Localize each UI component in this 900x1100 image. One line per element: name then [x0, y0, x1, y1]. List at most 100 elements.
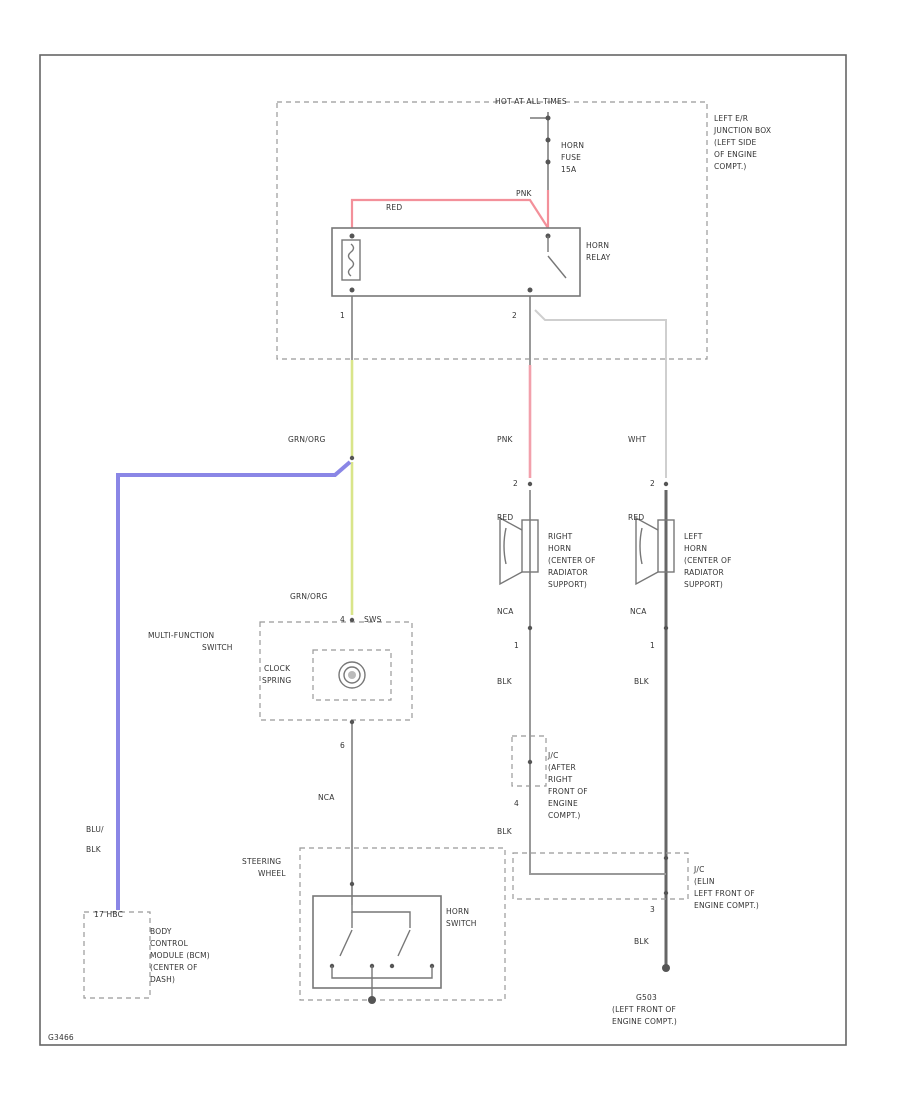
- wire-jc-link: [529, 858, 666, 875]
- svg-text:SUPPORT): SUPPORT): [684, 580, 723, 589]
- jc-left-label: J/C (ELIN LEFT FRONT OF ENGINE COMPT.): [693, 865, 759, 910]
- svg-text:SWITCH: SWITCH: [446, 919, 477, 928]
- msw-connector-label: SWS: [364, 615, 382, 624]
- svg-text:(LEFT SIDE: (LEFT SIDE: [714, 138, 757, 147]
- svg-text:SWITCH: SWITCH: [202, 643, 233, 652]
- svg-text:COMPT.): COMPT.): [548, 811, 581, 820]
- svg-text:ENGINE: ENGINE: [548, 799, 578, 808]
- jc-right-node: [527, 759, 533, 765]
- relay-pin-1-label: 1: [340, 311, 345, 320]
- connector-msw-bottom: [349, 719, 355, 725]
- svg-text:CONTROL: CONTROL: [150, 939, 189, 948]
- svg-text:BLK: BLK: [86, 845, 102, 854]
- relay-coil-symbol: [341, 233, 361, 293]
- msw-pin-bottom-label: 6: [340, 741, 345, 750]
- bcm-label: BODY CONTROL MODULE (BCM) (CENTER OF DAS…: [150, 927, 210, 984]
- jc-left-pin-label: 3: [650, 905, 655, 914]
- horn-fuse-symbol: [545, 137, 551, 165]
- wire-nca-left-label: NCA: [630, 607, 647, 616]
- jc-right-pin-label: 4: [514, 799, 519, 808]
- ground-terminal: [662, 964, 670, 972]
- svg-text:J/C: J/C: [693, 865, 705, 874]
- steering-wheel-outline: [299, 847, 506, 1001]
- svg-text:ENGINE COMPT.): ENGINE COMPT.): [694, 901, 759, 910]
- wire-red-right-label: RED: [497, 513, 513, 522]
- connector-left-horn-bottom: [663, 625, 669, 631]
- svg-text:RIGHT: RIGHT: [548, 532, 573, 541]
- svg-text:HORN: HORN: [586, 241, 609, 250]
- horn-switch-label: HORN SWITCH: [446, 907, 477, 928]
- wire-pnk-label: PNK: [497, 435, 514, 444]
- wire-wht-left-horn: [534, 309, 667, 478]
- svg-text:(AFTER: (AFTER: [548, 763, 576, 772]
- figure-id-label: G3466: [48, 1033, 74, 1042]
- multi-function-switch-label: MULTI-FUNCTION SWITCH: [148, 631, 233, 652]
- svg-text:DASH): DASH): [150, 975, 175, 984]
- connector-right-horn-bottom: [527, 625, 533, 631]
- svg-text:LEFT FRONT OF: LEFT FRONT OF: [694, 889, 755, 898]
- wire-grn-org-2-label: GRN/ORG: [290, 592, 328, 601]
- clock-spring-symbol: [338, 661, 366, 689]
- clock-spring-outline: [312, 649, 392, 701]
- wire-blk-right-label: BLK: [497, 677, 513, 686]
- horn-fuse-label: HORN FUSE 15A: [561, 141, 584, 174]
- svg-text:HORN: HORN: [684, 544, 707, 553]
- svg-text:CLOCK: CLOCK: [264, 664, 291, 673]
- connector-msw-top: [349, 617, 355, 623]
- wire-blk-gnd-label: BLK: [634, 937, 650, 946]
- bcm-connector-label: 17 HBC: [94, 910, 123, 919]
- svg-text:ENGINE COMPT.): ENGINE COMPT.): [612, 1017, 677, 1026]
- svg-text:SPRING: SPRING: [262, 676, 291, 685]
- horn-switch-contacts: [329, 905, 435, 1004]
- svg-text:FUSE: FUSE: [561, 153, 581, 162]
- horn-relay-label: HORN RELAY: [586, 241, 611, 262]
- wire-red-label: RED: [386, 203, 402, 212]
- svg-text:OF ENGINE: OF ENGINE: [714, 150, 757, 159]
- horn-switch-body: [312, 895, 442, 989]
- wire-red-left-label: RED: [628, 513, 644, 522]
- svg-text:JUNCTION BOX: JUNCTION BOX: [713, 126, 771, 135]
- right-horn-symbol: [499, 516, 539, 586]
- hot-bus-terminal: [545, 115, 551, 121]
- jc-right-outline: [511, 735, 547, 787]
- pin-2-left-label: 2: [650, 479, 655, 488]
- wire-blu-blk: [116, 460, 352, 910]
- connector-left-horn-top: [663, 481, 669, 487]
- wire-blk-jc-label: BLK: [497, 827, 513, 836]
- wire-red-relay-feed: [350, 198, 549, 229]
- svg-text:HORN: HORN: [446, 907, 469, 916]
- pin-1-left-label: 1: [650, 641, 655, 650]
- svg-text:RELAY: RELAY: [586, 253, 611, 262]
- svg-text:(LEFT FRONT OF: (LEFT FRONT OF: [612, 1005, 676, 1014]
- clock-spring-label: CLOCK SPRING: [262, 664, 291, 685]
- svg-text:G503: G503: [636, 993, 657, 1002]
- relay-contact-symbol: [527, 233, 567, 293]
- svg-text:RADIATOR: RADIATOR: [684, 568, 724, 577]
- wire-blk-left-label: BLK: [634, 677, 650, 686]
- svg-text:RADIATOR: RADIATOR: [548, 568, 588, 577]
- wire-grn-org-1-label: GRN/ORG: [288, 435, 326, 444]
- pin-2-right-label: 2: [513, 479, 518, 488]
- jc-left-node-bottom: [663, 890, 669, 896]
- svg-text:(CENTER OF: (CENTER OF: [548, 556, 596, 565]
- wire-wht-label: WHT: [628, 435, 646, 444]
- bcm-outline: [83, 911, 151, 999]
- wire-blu-blk-label: BLU/ BLK: [86, 825, 104, 854]
- svg-text:(CENTER OF: (CENTER OF: [684, 556, 732, 565]
- ground-label: G503 (LEFT FRONT OF ENGINE COMPT.): [612, 993, 677, 1026]
- msw-pin-label: 4: [340, 615, 345, 624]
- svg-text:15A: 15A: [561, 165, 577, 174]
- wire-pnk-top-label: PNK: [516, 189, 533, 198]
- junction-box-outline: [276, 101, 708, 360]
- svg-text:LEFT E/R: LEFT E/R: [714, 114, 748, 123]
- connector-right-horn-top: [527, 481, 533, 487]
- multi-function-switch-outline: [259, 621, 413, 721]
- left-horn-label: LEFT HORN (CENTER OF RADIATOR SUPPORT): [684, 532, 732, 589]
- svg-text:HORN: HORN: [548, 544, 571, 553]
- wire-nca-center-label: NCA: [318, 793, 335, 802]
- svg-text:MULTI-FUNCTION: MULTI-FUNCTION: [148, 631, 214, 640]
- diagram-frame: [39, 54, 847, 1046]
- svg-text:SUPPORT): SUPPORT): [548, 580, 587, 589]
- svg-text:RIGHT: RIGHT: [548, 775, 573, 784]
